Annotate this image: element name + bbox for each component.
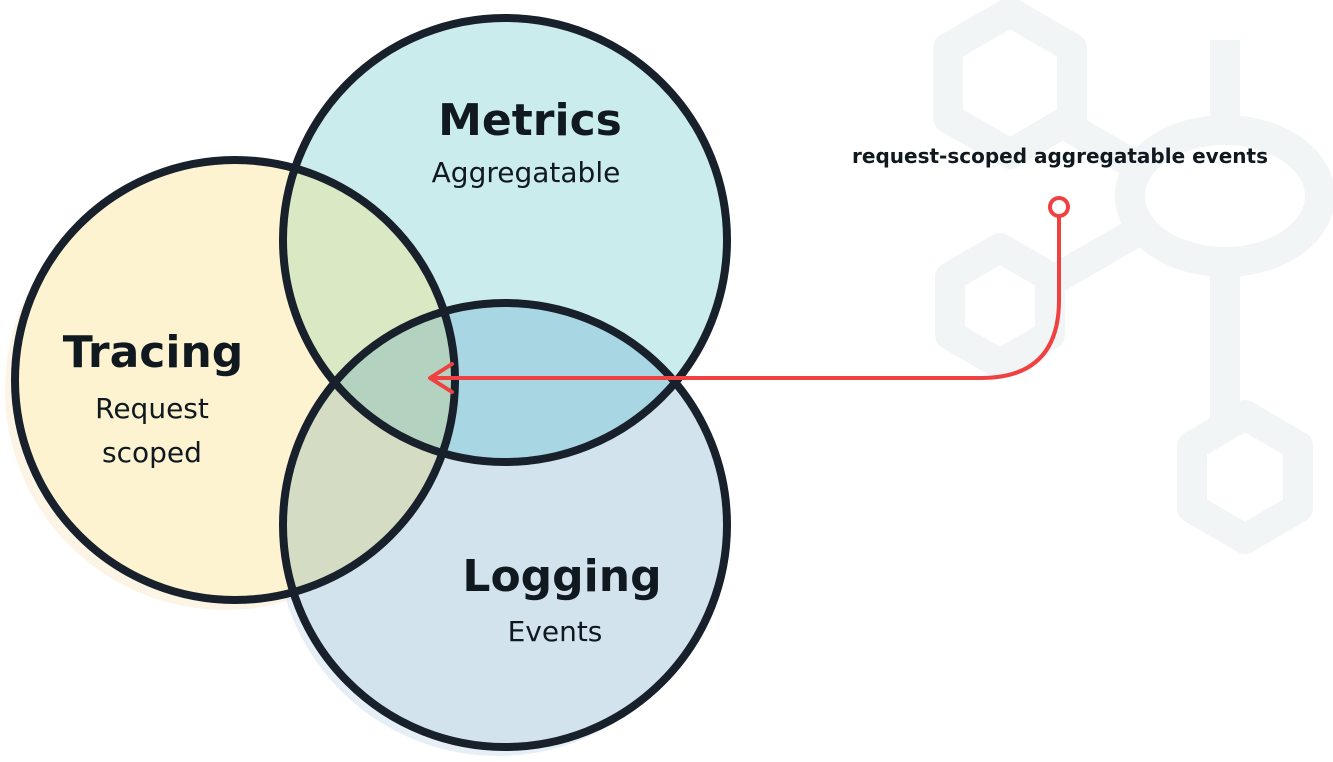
logging-circle <box>279 299 731 751</box>
intersection-callout-label: request-scoped aggregatable events <box>852 144 1268 168</box>
tracing-subtitle-line1: Request <box>95 392 209 425</box>
metrics-subtitle: Aggregatable <box>432 156 621 189</box>
metrics-title: Metrics <box>438 95 622 146</box>
metrics-circle <box>279 14 731 466</box>
callout-anchor-dot <box>1048 196 1070 218</box>
callout-arrow <box>428 214 1061 394</box>
tracing-title: Tracing <box>63 327 244 378</box>
overlap-center <box>283 303 455 462</box>
tracing-subtitle-line2: scoped <box>102 436 202 469</box>
network-graph-icon <box>933 0 1333 554</box>
logging-subtitle: Events <box>508 615 603 648</box>
logging-title: Logging <box>462 551 661 602</box>
